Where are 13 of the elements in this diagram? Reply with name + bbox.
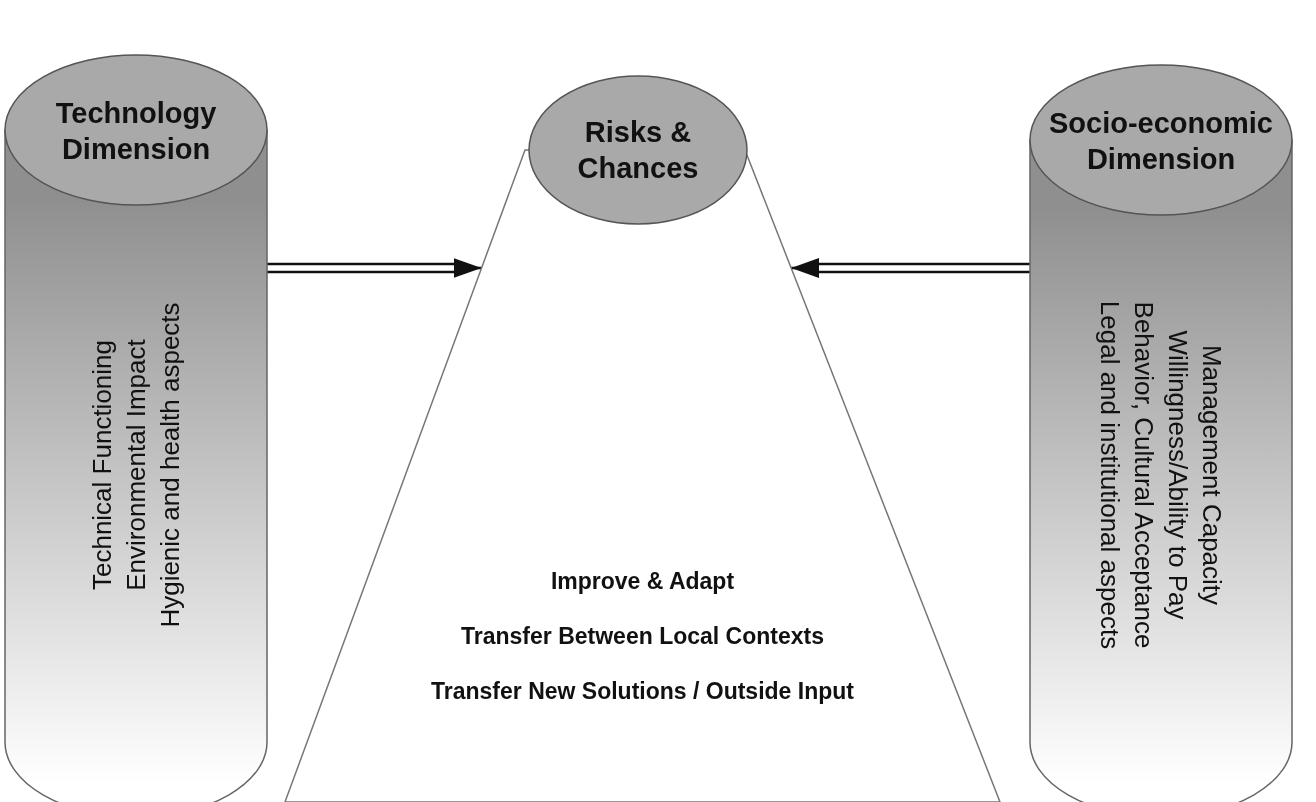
aspect-text: Behavior, Cultural Acceptance: [1128, 301, 1160, 649]
strategy-text: Transfer New Solutions / Outside Input: [430, 678, 855, 705]
aspect-text: Legal and institutional aspects: [1094, 300, 1126, 650]
aspect-text: Environmental Impact: [120, 339, 152, 591]
strategy-text: Transfer Between Local Contexts: [460, 623, 825, 650]
aspect-text: Technical Functioning: [86, 340, 118, 591]
strategy-text: Improve & Adapt: [549, 568, 736, 595]
aspect-text: Management Capacity: [1196, 344, 1228, 606]
dimension-heading: Socio-economic Dimension: [1048, 106, 1274, 177]
dimension-heading: Technology Dimension: [54, 96, 218, 167]
aspect-text: Willingness/Ability to Pay: [1162, 330, 1194, 620]
aspect-text: Hygienic and health aspects: [154, 302, 186, 628]
ellipse-label: Risks & Chances: [576, 115, 700, 186]
